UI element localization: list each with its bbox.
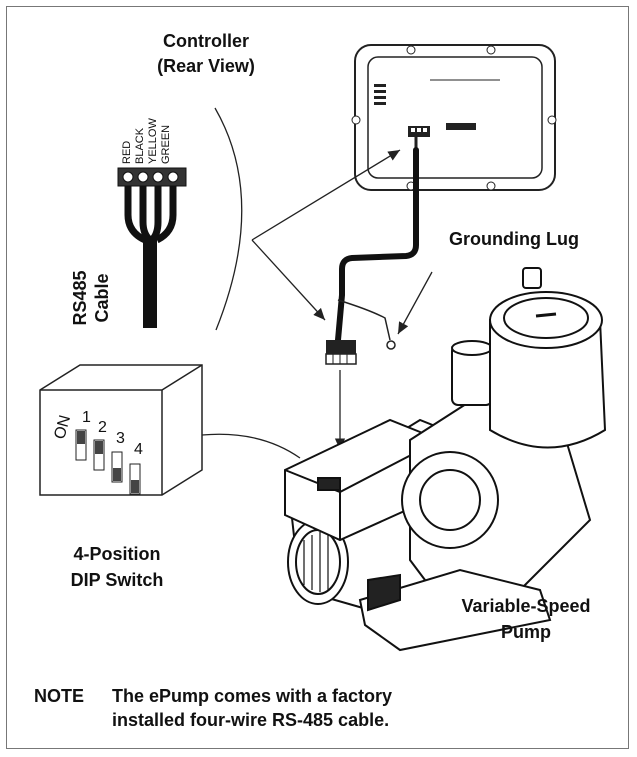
- callout-arc: [214, 107, 243, 331]
- dip-position-1: 1: [82, 409, 91, 426]
- dip-switch-leader: [201, 433, 301, 459]
- arrow-to-connector: [251, 239, 326, 321]
- pump-label-line1: Variable-Speed: [461, 596, 590, 616]
- controller-title: Controller: [163, 31, 249, 51]
- wire-color-red: RED: [121, 141, 133, 164]
- wire-color-green: GREEN: [160, 125, 172, 164]
- grounding-lug-arrow: [397, 271, 433, 335]
- wire-color-black: BLACK: [134, 127, 146, 164]
- figure-frame: [6, 6, 629, 749]
- controller-rear-view: [351, 44, 557, 191]
- arrow-to-controller: [251, 149, 401, 241]
- rs485-cable-run: [325, 137, 419, 365]
- rs485-label-line2: Cable: [92, 273, 112, 322]
- note-line-1: The ePump comes with a factory: [112, 686, 393, 706]
- dip-label-line1: 4-Position: [73, 544, 160, 564]
- dip-label-line2: DIP Switch: [71, 570, 164, 590]
- dip-switch-detail: ON 1 2 3 4: [39, 364, 203, 496]
- rs485-label-line1: RS485: [70, 270, 90, 325]
- variable-speed-pump: [284, 267, 607, 652]
- dip-position-2: 2: [98, 419, 107, 436]
- dip-on-label: ON: [51, 413, 74, 441]
- controller-subtitle: (Rear View): [157, 56, 255, 76]
- pump-label-line2: Pump: [501, 622, 551, 642]
- wire-color-yellow: YELLOW: [147, 118, 159, 164]
- note-heading: NOTE: [34, 686, 85, 706]
- dip-position-3: 3: [116, 430, 125, 447]
- installation-note: NOTE The ePump comes with a factory insta…: [34, 684, 594, 732]
- dip-position-4: 4: [134, 441, 143, 458]
- rs485-cable-detail: RED BLACK YELLOW GREEN: [117, 118, 187, 328]
- note-line-2: installed four-wire RS-485 cable.: [112, 710, 390, 730]
- grounding-lug-label: Grounding Lug: [449, 229, 579, 249]
